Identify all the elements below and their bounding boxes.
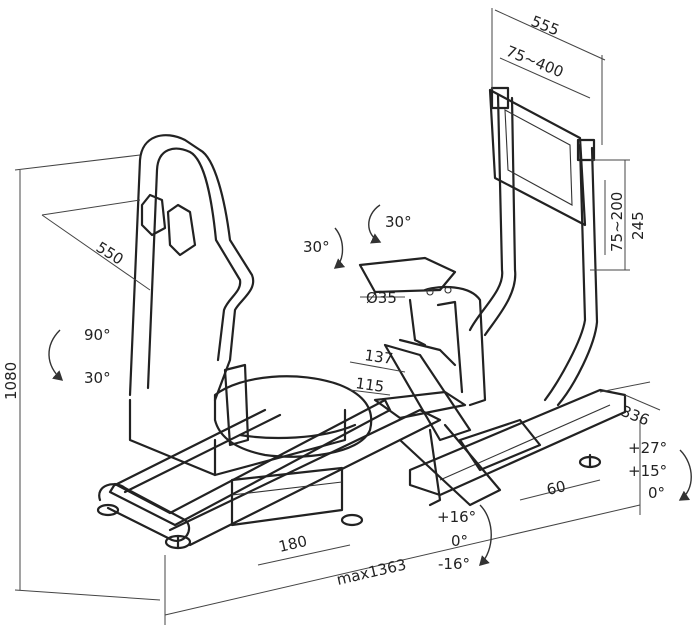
label-pedal-width: 137 — [363, 346, 394, 368]
label-back-angle-min: 30° — [84, 369, 111, 387]
label-tube-diameter: Ø35 — [366, 289, 397, 307]
label-pedal-angle-zero: 0° — [451, 532, 468, 550]
monitor-stand — [468, 86, 599, 407]
label-seat-depth: 550 — [93, 238, 127, 268]
label-back-angle-max: 90° — [84, 326, 111, 344]
label-seat-slide: 180 — [277, 532, 309, 556]
label-base-width: 336 — [619, 402, 652, 429]
label-pedal-angle-up: +16° — [437, 508, 476, 526]
label-overall-length: max1363 — [335, 555, 408, 588]
pedal-plate — [373, 343, 542, 507]
rotation-arrows — [48, 204, 692, 566]
label-monitor-mount-height: 245 — [629, 211, 647, 240]
label-vesa-horizontal: 75~400 — [504, 42, 567, 81]
label-base-slide: 60 — [545, 477, 568, 499]
label-monitor-width: 555 — [529, 12, 562, 39]
seat — [128, 134, 373, 527]
label-wheel-rotate-1: 30° — [385, 213, 412, 231]
steering-mount — [358, 256, 487, 407]
label-shifter-angle-up: +27° — [628, 439, 667, 457]
label-pedal-depth: 115 — [354, 374, 385, 396]
label-shifter-angle-zero: 0° — [648, 484, 665, 502]
dimension-lines — [14, 8, 661, 625]
base-frame — [96, 388, 627, 550]
label-wheel-rotate-2: 30° — [303, 238, 330, 256]
label-pedal-angle-down: -16° — [438, 555, 470, 573]
label-seat-height: 1080 — [2, 362, 20, 400]
label-vesa-vertical: 75~200 — [608, 192, 626, 252]
label-shifter-angle-mid: +15° — [628, 462, 667, 480]
dimension-labels: 550 1080 max1363 180 90° 30° 555 75~400 … — [2, 12, 667, 589]
